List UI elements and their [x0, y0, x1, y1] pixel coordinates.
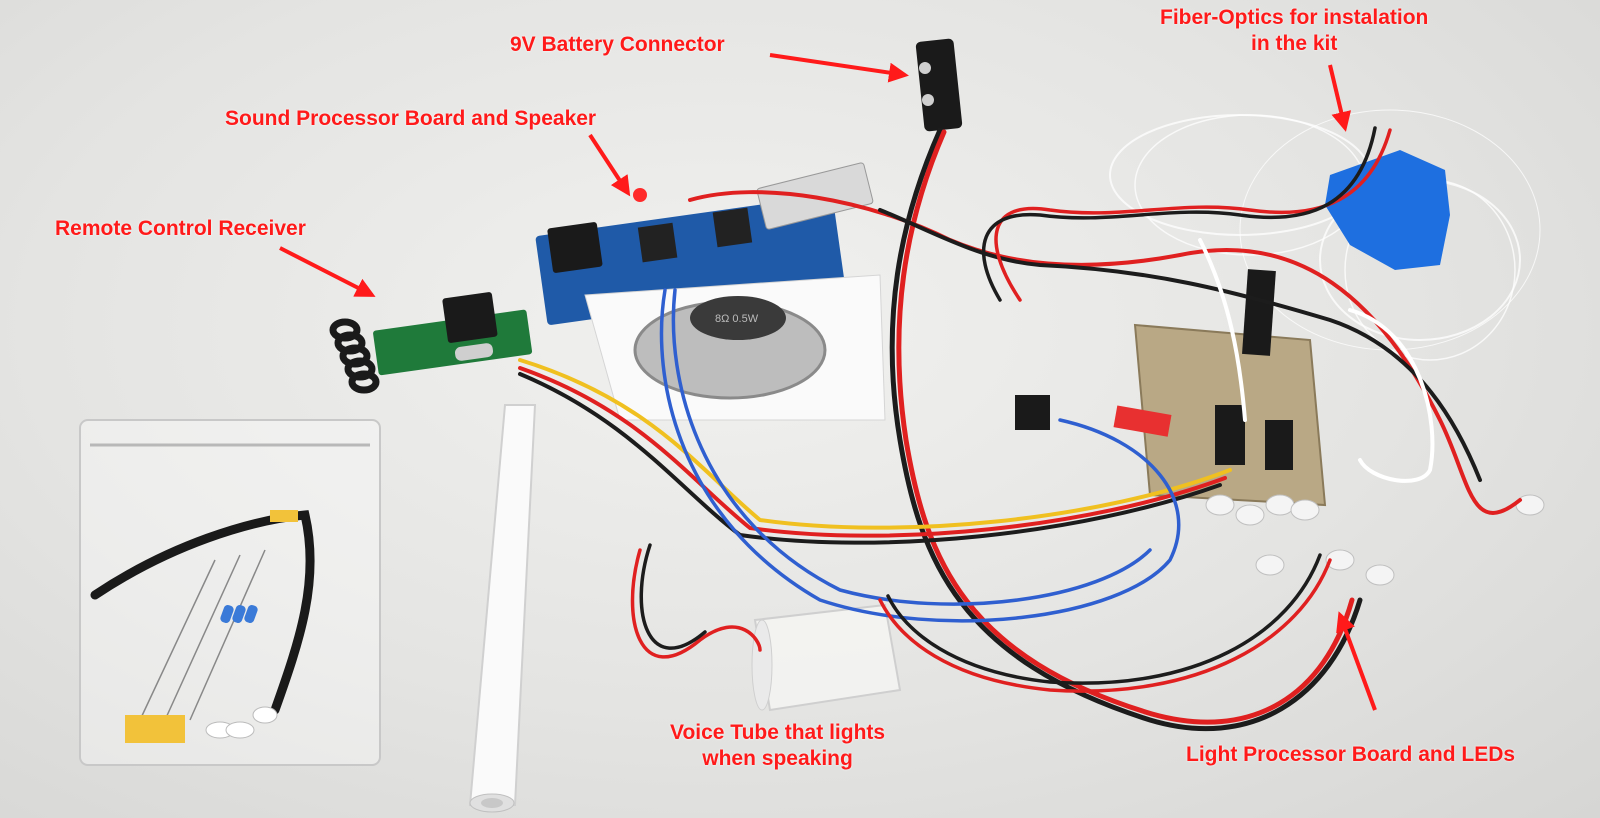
label-remote-receiver: Remote Control Receiver [55, 217, 306, 240]
annotation-arrows [279, 53, 1377, 711]
speaker-marking: 8Ω 0.5W [715, 313, 759, 325]
label-fiber-line1: Fiber-Optics for instalation [1160, 6, 1429, 29]
arrow-sound [588, 133, 631, 197]
tape-strip [270, 510, 298, 522]
label-sound-processor: Sound Processor Board and Speaker [225, 107, 597, 130]
fiber-optics-coil [1109, 109, 1541, 361]
label-fiber-optics: Fiber-Optics for instalation in the kit [1160, 5, 1428, 57]
resistors [139, 549, 266, 721]
remote-receiver [329, 292, 533, 394]
label-fiber-line2: in the kit [1251, 32, 1338, 55]
label-voice-line2: when speaking [702, 747, 853, 770]
wires [518, 126, 1522, 731]
battery-connector [915, 38, 963, 132]
arrow-light [1336, 611, 1377, 711]
tape-strip-bottom [125, 715, 185, 743]
arrow-fiber [1328, 64, 1352, 132]
label-voice-tube: Voice Tube that lights when speaking [670, 720, 885, 772]
white-tube [468, 404, 537, 813]
speaker: 8Ω 0.5W [633, 296, 827, 400]
bag-leds [205, 706, 278, 739]
voice-tube [751, 603, 902, 712]
light-board [1015, 269, 1545, 586]
zip-bag [79, 419, 381, 766]
label-battery-connector: 9V Battery Connector [510, 33, 725, 56]
arrow-remote [279, 246, 376, 297]
blue-tape [1325, 150, 1450, 270]
heat-shrink-tube [90, 510, 315, 715]
label-light-processor: Light Processor Board and LEDs [1186, 743, 1516, 766]
label-voice-line1: Voice Tube that lights [670, 721, 886, 744]
arrow-battery [769, 53, 909, 83]
